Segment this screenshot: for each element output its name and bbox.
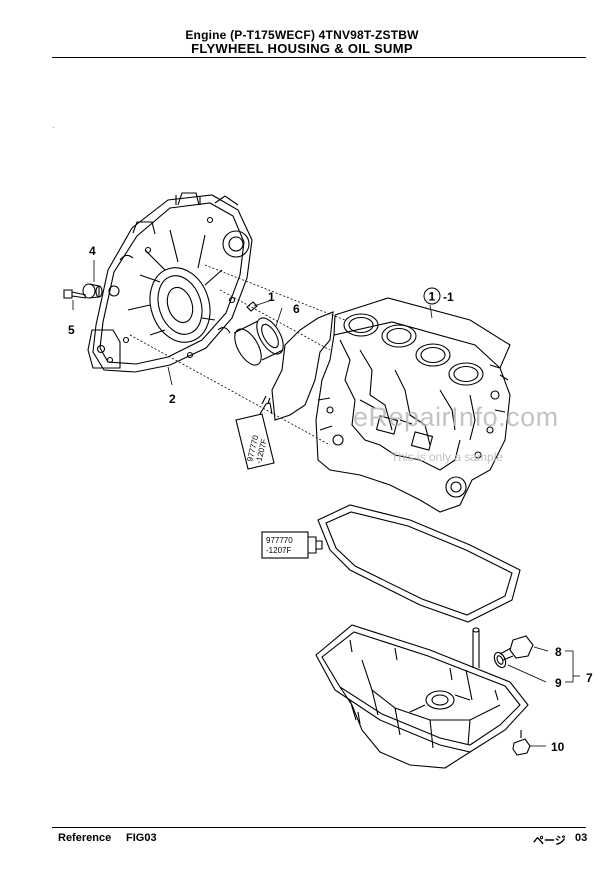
housing-gasket	[271, 311, 334, 421]
sealant-tube-upper-shape	[235, 395, 275, 470]
dowel-pin-part-1	[246, 301, 258, 312]
callout-8: 8	[555, 645, 562, 659]
watermark-site: eRepairInfo.com	[353, 402, 559, 432]
callout-10: 10	[551, 740, 565, 754]
callout-4: 4	[89, 244, 96, 258]
page-label: ページ	[533, 835, 566, 847]
drain-plug-part-8	[499, 635, 534, 661]
cylinder-block-drawing	[315, 297, 511, 513]
flywheel-housing-drawing	[87, 192, 253, 373]
callout-1: 1	[268, 290, 275, 304]
callout-5: 5	[68, 323, 75, 337]
callout-7: 7	[586, 671, 593, 685]
sealant-tube-lower-shape	[261, 531, 323, 559]
tube-lower-suffix: -1207F	[266, 546, 291, 555]
callout-6: 6	[293, 302, 300, 316]
oil-seal-part-6	[233, 317, 284, 366]
page-number: 03	[575, 832, 588, 844]
reference-label: Reference	[58, 832, 112, 844]
washer-part-9	[493, 651, 507, 669]
callout-9: 9	[555, 676, 562, 690]
figure-number: FIG03	[126, 832, 157, 844]
callout-2: 2	[169, 392, 176, 406]
callout-1-1: -1	[443, 290, 454, 304]
header-rule	[52, 57, 586, 58]
scan-speck: ·	[52, 123, 55, 132]
oil-sump-drawing	[315, 624, 529, 769]
section-title: FLYWHEEL HOUSING & OIL SUMP	[191, 41, 413, 56]
bolt-part-10	[512, 730, 531, 756]
watermark-note: This is only a sample	[391, 450, 504, 464]
engine-model-header: Engine (P-T175WECF) 4TNV98T-ZSTBW	[185, 28, 419, 42]
bolt-part-5	[63, 289, 87, 299]
callout-1-1-circle: 1	[429, 290, 436, 304]
plug-part-4	[82, 283, 103, 299]
tube-lower-code: 977770	[266, 536, 293, 545]
footer-rule	[52, 827, 586, 828]
oil-pan-gasket	[317, 504, 521, 623]
